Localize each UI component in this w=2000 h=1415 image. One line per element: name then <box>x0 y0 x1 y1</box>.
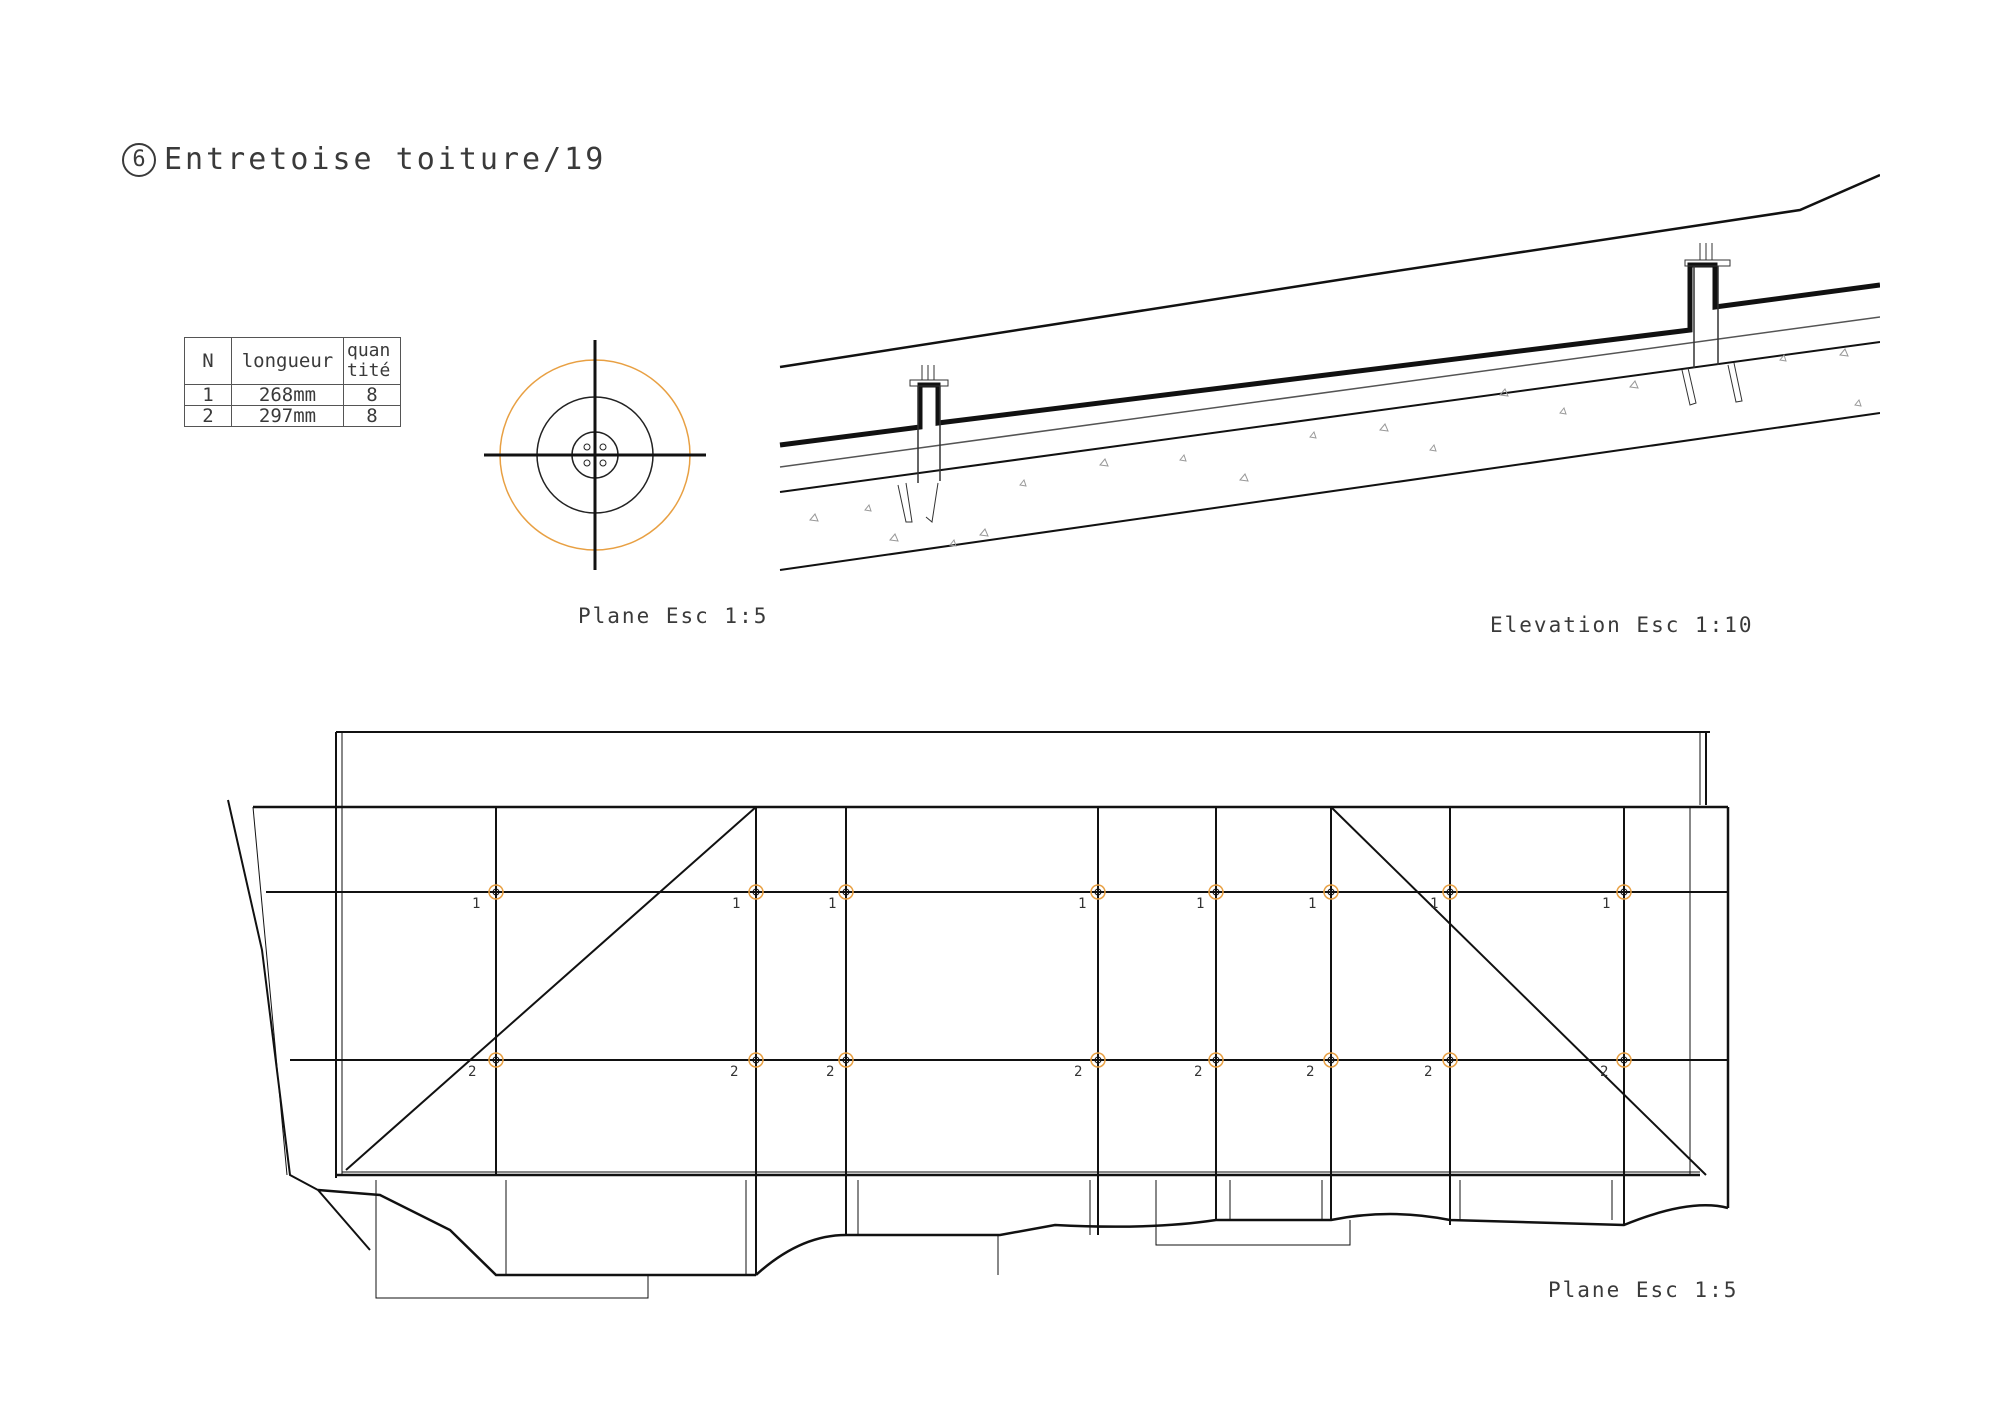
slab-bottom-line <box>779 412 1880 571</box>
bolt-hole <box>583 443 591 451</box>
elevation-caption: Elevation Esc 1:10 <box>1490 613 1754 637</box>
anchor-marker <box>1442 884 1458 900</box>
marker-label-1: 1 <box>1308 896 1316 912</box>
marker-label-2: 2 <box>1424 1064 1432 1080</box>
anchor-marker <box>1208 884 1224 900</box>
table-cell: 268mm <box>231 384 344 406</box>
table-cell: 8 <box>343 384 401 406</box>
anchor-marker <box>1442 1052 1458 1068</box>
anchor-marker <box>1090 1052 1106 1068</box>
drawing-title-text: Entretoise toiture/19 <box>164 142 607 177</box>
marker-label-1: 1 <box>1078 896 1086 912</box>
marker-label-2: 2 <box>1306 1064 1314 1080</box>
bolt-hole <box>599 443 607 451</box>
anchor-marker <box>748 884 764 900</box>
anchor-marker <box>838 884 854 900</box>
table-header-quantity: quan tité <box>343 337 401 385</box>
marker-label-1: 1 <box>1196 896 1204 912</box>
table-header-number: N <box>184 337 232 385</box>
right-post-plate <box>1684 259 1731 267</box>
anchor-marker <box>1616 1052 1632 1068</box>
roof-plan-drawing: 1 1 1 1 1 1 1 1 2 2 2 2 2 2 2 2 <box>227 731 1730 1299</box>
spacer-bar <box>779 262 1880 448</box>
marker-row-1 <box>488 884 1632 900</box>
marker-label-1: 1 <box>1430 896 1438 912</box>
anchor-right <box>1727 362 1743 403</box>
marker-row-2 <box>488 1052 1632 1068</box>
membrane-line <box>779 316 1880 468</box>
elevation-drawing <box>779 173 1880 571</box>
plan-detail-caption: Plane Esc 1:5 <box>578 604 769 628</box>
table-header-row: N longueur quan tité <box>184 337 401 385</box>
marker-label-1: 1 <box>828 896 836 912</box>
slab-top-line <box>779 341 1880 493</box>
table-cell: 2 <box>184 405 232 427</box>
anchor-left <box>1681 367 1697 406</box>
anchor-marker <box>1208 1052 1224 1068</box>
table-cell: 1 <box>184 384 232 406</box>
marker-label-2: 2 <box>826 1064 834 1080</box>
anchor-marker <box>1616 884 1632 900</box>
drawing-title: 6 Entretoise toiture/19 <box>122 142 606 177</box>
marker-label-2: 2 <box>1600 1064 1608 1080</box>
bolt-hole <box>583 459 591 467</box>
marker-labels: 1 1 1 1 1 1 1 1 2 2 2 2 2 2 2 2 <box>468 896 1610 1080</box>
left-post-plate <box>909 379 949 387</box>
marker-label-2: 2 <box>730 1064 738 1080</box>
table-header-length: longueur <box>231 337 344 385</box>
table-cell: 297mm <box>231 405 344 427</box>
quantity-table: N longueur quan tité 1 268mm 8 2 297mm 8 <box>184 337 401 427</box>
plate-plan-detail <box>484 340 706 570</box>
concrete-aggregate <box>809 348 1862 547</box>
plan-frame <box>227 731 1730 1299</box>
anchor-marker <box>838 1052 854 1068</box>
marker-label-1: 1 <box>1602 896 1610 912</box>
anchor-marker <box>1323 884 1339 900</box>
anchor-marker <box>748 1052 764 1068</box>
marker-label-1: 1 <box>472 896 480 912</box>
anchor-marker <box>1090 884 1106 900</box>
anchor-marker <box>1323 1052 1339 1068</box>
anchor-marker <box>488 884 504 900</box>
anchor-left <box>897 482 913 523</box>
bolt-hole <box>599 459 607 467</box>
marker-label-2: 2 <box>468 1064 476 1080</box>
table-row: 1 268mm 8 <box>184 384 401 406</box>
anchor-right <box>925 482 939 523</box>
marker-label-2: 2 <box>1074 1064 1082 1080</box>
table-cell: 8 <box>343 405 401 427</box>
detail-number-badge: 6 <box>122 142 156 177</box>
anchor-marker <box>488 1052 504 1068</box>
marker-label-1: 1 <box>732 896 740 912</box>
roof-top-line <box>779 173 1880 369</box>
table-row: 2 297mm 8 <box>184 405 401 427</box>
roof-plan-caption: Plane Esc 1:5 <box>1548 1278 1739 1302</box>
marker-label-2: 2 <box>1194 1064 1202 1080</box>
